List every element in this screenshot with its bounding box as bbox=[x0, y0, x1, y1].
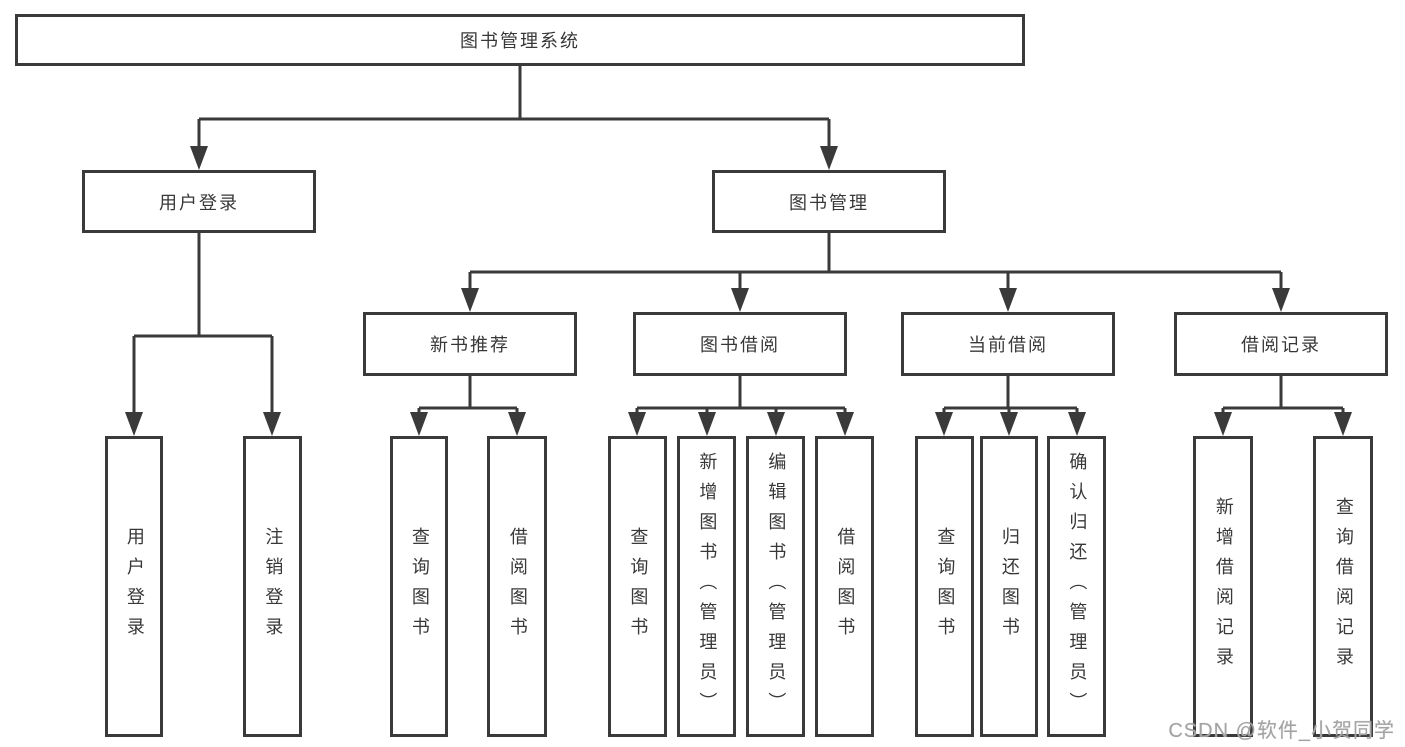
leaf-logout: 注销登录 bbox=[243, 436, 302, 737]
node-current-borrow: 当前借阅 bbox=[901, 312, 1115, 376]
node-new-book-recommend-label: 新书推荐 bbox=[430, 335, 510, 355]
leaf-query-borrow-record: 查询借阅记录 bbox=[1313, 436, 1373, 737]
node-book-borrow-label: 图书借阅 bbox=[700, 335, 780, 355]
leaf-query-book-1: 查询图书 bbox=[390, 436, 448, 737]
arrowheads bbox=[125, 146, 1352, 436]
node-user-login-label: 用户登录 bbox=[159, 192, 239, 213]
leaf-query-borrow-record-label: 查询借阅记录 bbox=[1333, 496, 1354, 677]
leaf-user-login: 用户登录 bbox=[105, 436, 163, 737]
node-book-borrow: 图书借阅 bbox=[633, 312, 847, 376]
leaf-add-borrow-record: 新增借阅记录 bbox=[1193, 436, 1253, 737]
leaf-query-book-3: 查询图书 bbox=[915, 436, 974, 737]
leaf-borrow-book-1-label: 借阅图书 bbox=[507, 526, 528, 647]
node-book-management-label: 图书管理 bbox=[789, 192, 869, 213]
leaf-query-book-2: 查询图书 bbox=[608, 436, 667, 737]
leaf-confirm-return-label: 确认归还（管理员） bbox=[1067, 451, 1088, 722]
node-root-label: 图书管理系统 bbox=[460, 31, 580, 51]
node-user-login: 用户登录 bbox=[82, 170, 316, 233]
leaf-logout-label: 注销登录 bbox=[263, 526, 284, 647]
node-borrow-record: 借阅记录 bbox=[1174, 312, 1388, 376]
leaf-query-book-3-label: 查询图书 bbox=[935, 526, 956, 647]
leaf-edit-book-label: 编辑图书（管理员） bbox=[766, 451, 787, 722]
leaf-borrow-book-1: 借阅图书 bbox=[487, 436, 547, 737]
node-borrow-record-label: 借阅记录 bbox=[1241, 335, 1321, 355]
leaf-edit-book: 编辑图书（管理员） bbox=[746, 436, 805, 737]
leaf-query-book-2-label: 查询图书 bbox=[628, 526, 649, 647]
node-new-book-recommend: 新书推荐 bbox=[363, 312, 577, 376]
node-book-management: 图书管理 bbox=[712, 170, 946, 233]
node-root: 图书管理系统 bbox=[15, 14, 1025, 66]
leaf-user-login-label: 用户登录 bbox=[124, 526, 145, 647]
node-current-borrow-label: 当前借阅 bbox=[968, 335, 1048, 355]
leaf-borrow-book-2: 借阅图书 bbox=[815, 436, 874, 737]
csdn-watermark: CSDN @软件_小贺同学 bbox=[1168, 720, 1395, 742]
leaf-add-book: 新增图书（管理员） bbox=[677, 436, 736, 737]
leaf-borrow-book-2-label: 借阅图书 bbox=[835, 526, 856, 647]
leaf-add-borrow-record-label: 新增借阅记录 bbox=[1213, 496, 1234, 677]
leaf-add-book-label: 新增图书（管理员） bbox=[697, 451, 718, 722]
leaf-query-book-1-label: 查询图书 bbox=[409, 526, 430, 647]
leaf-confirm-return: 确认归还（管理员） bbox=[1047, 436, 1106, 737]
leaf-return-book-label: 归还图书 bbox=[999, 526, 1020, 647]
leaf-return-book: 归还图书 bbox=[980, 436, 1038, 737]
